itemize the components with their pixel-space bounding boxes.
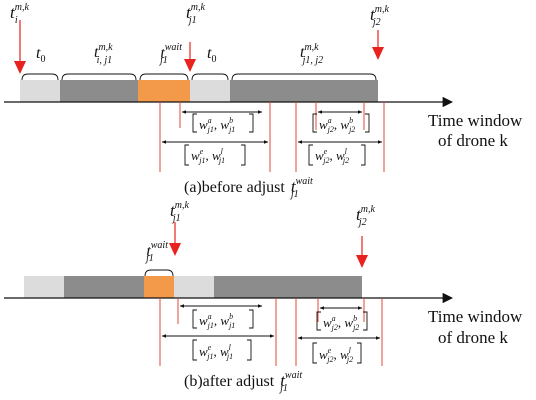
marker-t-j1-b xyxy=(169,222,181,256)
segment-wait-j1-a xyxy=(138,80,190,102)
window-bracket-j1-el-b xyxy=(192,339,252,361)
segment-t0-b1 xyxy=(24,276,64,298)
segment-travel-j1j2-a xyxy=(230,80,378,102)
segment-t0-a2 xyxy=(190,80,230,102)
segment-label-t0-a1: t0 xyxy=(36,45,45,65)
segment-t0-a1 xyxy=(20,80,60,102)
bracket-wait-a xyxy=(139,73,189,81)
bracket-travel-j1j2-a xyxy=(231,73,377,81)
marker-t-j1-a xyxy=(184,42,196,72)
axis-label-b-line2: of drone k xyxy=(438,328,508,347)
segment-travel-ij1-a xyxy=(60,80,138,102)
segment-travel-ij1-b xyxy=(64,276,144,298)
window-bracket-j1-ab-b xyxy=(192,309,254,329)
bracket-t0-a2 xyxy=(191,73,229,81)
segment-label-t0-a2: t0 xyxy=(207,45,216,65)
bracket-travel-a xyxy=(61,73,137,81)
window-bracket-j2-el-b xyxy=(312,342,362,364)
marker-t-j2-b xyxy=(356,236,368,268)
axis-label-a-line1: Time window xyxy=(428,111,523,130)
segment-travel-j1j2-b xyxy=(214,276,362,298)
window-bracket-j2-el-a xyxy=(308,144,366,166)
segment-t0-b2 xyxy=(174,276,214,298)
bracket-t0-a1 xyxy=(21,73,59,81)
segment-wait-j1-b xyxy=(144,276,174,298)
axis-label-a-line2: of drone k xyxy=(438,131,508,150)
axis-label-b-line1: Time window xyxy=(428,307,523,326)
window-bracket-j2-ab-a xyxy=(312,113,370,133)
bracket-wait-b xyxy=(144,269,174,277)
window-bracket-j2-ab-b xyxy=(316,311,368,331)
marker-t-i-a xyxy=(14,20,26,74)
window-bracket-j1-ab-a xyxy=(192,113,254,133)
window-bracket-j1-el-a xyxy=(184,144,246,166)
marker-t-j2-a xyxy=(372,30,384,60)
